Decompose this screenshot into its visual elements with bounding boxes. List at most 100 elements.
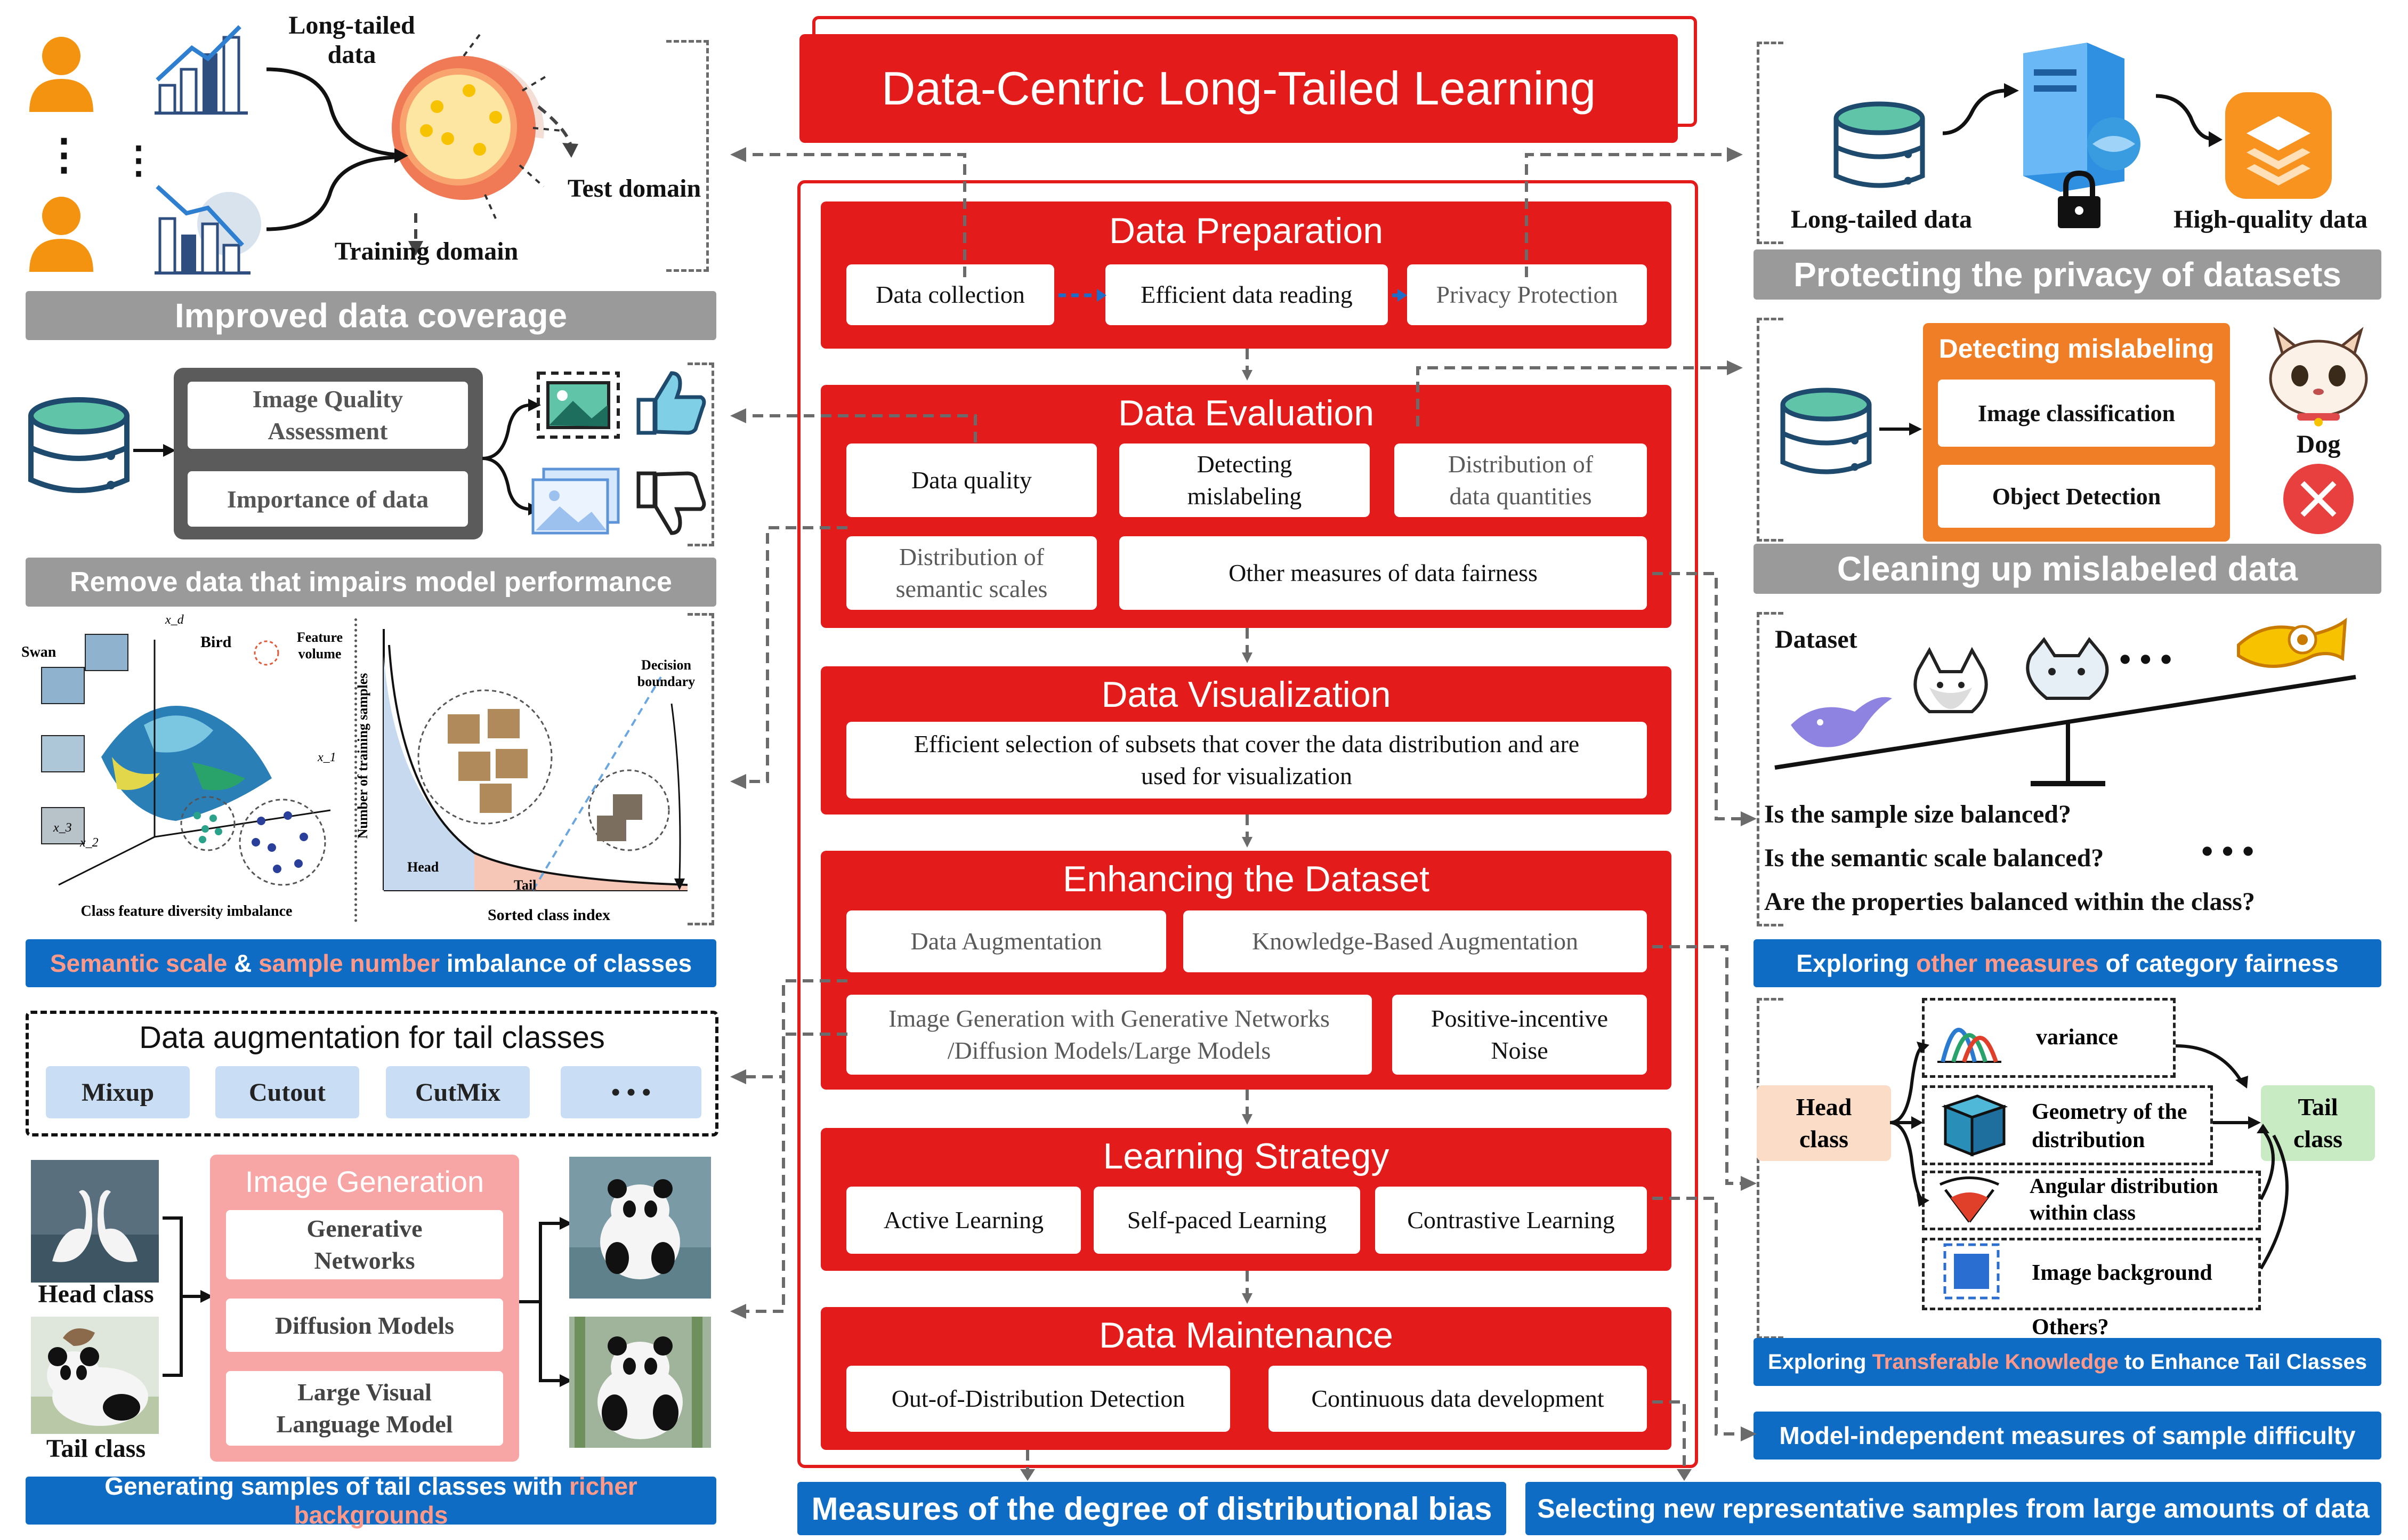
vertical-dots: ⋮	[43, 132, 85, 179]
main-title: Data-Centric Long-Tailed Learning	[799, 34, 1678, 143]
banner-amp: &	[227, 949, 259, 977]
class-diversity-caption: Class feature diversity imbalance	[80, 903, 293, 920]
item-contrastive: Contrastive Learning	[1375, 1187, 1647, 1254]
mixup-chip: Mixup	[46, 1066, 190, 1118]
question-semantic-scale: Is the semantic scale balanced?	[1764, 844, 2104, 872]
banner-part: to Enhance Tail Classes	[2118, 1350, 2367, 1374]
bar-down-chart-icon	[155, 185, 261, 275]
bracket-arrow	[163, 1216, 213, 1377]
banner-text: Exploring Transferable Knowledge to Enha…	[1768, 1350, 2367, 1374]
selected-image-icon	[537, 372, 620, 439]
panel-data-maintenance: Data Maintenance Out-of-Distribution Det…	[821, 1307, 1671, 1450]
center-frame	[797, 180, 1698, 1468]
banner-generating-samples: Generating samples of tail classes with …	[26, 1472, 716, 1529]
banner-transferable: Exploring Transferable Knowledge to Enha…	[1754, 1338, 2381, 1386]
panel-enhancing-dataset: Enhancing the Dataset Data Augmentation …	[821, 851, 1671, 1090]
main-title-text: Data-Centric Long-Tailed Learning	[881, 62, 1596, 115]
panel-title: Data Preparation	[1109, 211, 1384, 251]
geometry-label: Geometry of the distribution	[2032, 1100, 2187, 1152]
decision-boundary-label: Decision boundary	[637, 657, 696, 690]
highlight: Transferable Knowledge	[1872, 1350, 2119, 1374]
banner-part: of category fairness	[2098, 949, 2339, 977]
arrow	[133, 444, 176, 457]
banner-fairness: Exploring other measures of category fai…	[1754, 939, 2381, 987]
question-sample-size: Is the sample size balanced?	[1764, 800, 2071, 828]
axis-x3: x_3	[53, 821, 72, 835]
item-data-quality: Data quality	[846, 444, 1097, 517]
banner-part: Exploring	[1767, 1350, 1872, 1374]
x-axis-label: Sorted class index	[487, 906, 610, 924]
highlight: richer backgrounds	[294, 1472, 637, 1529]
tail-label: Tail	[514, 877, 537, 893]
panel-title: Data Maintenance	[1099, 1315, 1393, 1356]
cutout-chip: Cutout	[215, 1066, 359, 1118]
feature-space-plot	[41, 634, 331, 886]
close-icon	[2283, 464, 2354, 534]
background-label: Image background	[2032, 1261, 2212, 1285]
banner-part: Generating samples of tail classes with	[104, 1472, 569, 1500]
tail-class-label: Tail class	[46, 1434, 146, 1463]
database-icon	[1780, 388, 1872, 474]
highlight: sample number	[258, 949, 440, 977]
database-icon	[1833, 101, 1925, 188]
head-class-label: Head class	[38, 1280, 154, 1308]
banner-text: Protecting the privacy of datasets	[1793, 255, 2341, 294]
banner-text: Remove data that impairs model performan…	[70, 567, 672, 598]
tail-class-box: Tail class	[2261, 1085, 2375, 1161]
bird-label: Bird	[200, 633, 232, 651]
item-active-learning: Active Learning	[846, 1187, 1081, 1254]
arrow	[1942, 83, 2019, 135]
object-detection-box: Object Detection	[1938, 465, 2215, 528]
banner-privacy: Protecting the privacy of datasets	[1754, 249, 2381, 300]
long-tailed-data-label: Long-tailed data	[1790, 205, 1973, 233]
panda-bamboo-photo	[569, 1317, 711, 1448]
coverage-bracket	[666, 40, 709, 272]
item-other-fairness: Other measures of data fairness	[1119, 536, 1647, 610]
augmentation-box	[26, 1011, 718, 1136]
banner-improved-coverage: Improved data coverage	[26, 291, 716, 340]
image-classification-box: Image classification	[1938, 380, 2215, 447]
variance-icon	[1937, 1028, 2001, 1063]
database-icon	[28, 397, 130, 493]
lock-icon	[2058, 170, 2100, 228]
item-data-augmentation: Data Augmentation	[846, 910, 1166, 972]
balance-scale	[1774, 617, 2356, 786]
banner-part: Exploring	[1796, 949, 1917, 977]
item-detecting-mislabeling: Detecting mislabeling	[1119, 444, 1370, 517]
banner-rest: imbalance of classes	[440, 949, 692, 977]
others-label: Others?	[2032, 1315, 2109, 1340]
long-tailed-label: Long-tailed data	[288, 11, 415, 69]
item-ood-detection: Out-of-Distribution Detection	[846, 1366, 1230, 1432]
vertical-dots: ⋮	[120, 140, 157, 181]
question-ellipsis: • • •	[2201, 832, 2255, 870]
dog-label: Dog	[2296, 430, 2341, 458]
item-self-paced: Self-paced Learning	[1094, 1187, 1360, 1254]
panda-water-photo	[569, 1157, 711, 1299]
head-class-box: Head class	[1757, 1085, 1891, 1161]
cube-icon	[1941, 1094, 2008, 1157]
panel-title: Data Visualization	[1101, 674, 1391, 715]
person-icon	[29, 37, 93, 112]
banner-text: Improved data coverage	[174, 296, 568, 335]
axis-x1: x_1	[318, 751, 336, 764]
banner-remove-data: Remove data that impairs model performan…	[26, 558, 716, 607]
panel-data-preparation: Data Preparation Data collection Efficie…	[821, 201, 1671, 349]
ellipsis: • • •	[2119, 640, 2172, 678]
image-quality-box: Image Quality Assessment	[188, 382, 468, 449]
banner-text: Exploring other measures of category fai…	[1796, 949, 2338, 978]
panel-title: Enhancing the Dataset	[1062, 859, 1430, 899]
importance-box: Importance of data	[188, 471, 468, 527]
arrow	[2155, 94, 2223, 147]
panel-data-visualization: Data Visualization Efficient selection o…	[821, 666, 1671, 815]
flow-arrows	[266, 67, 578, 256]
question-properties: Are the properties balanced within the c…	[1764, 888, 2255, 916]
banner-imbalance: Semantic scale & sample number imbalance…	[26, 939, 716, 987]
domain-sphere-icon	[392, 34, 561, 219]
banner-select-samples: Selecting new representative samples fro…	[1525, 1482, 2381, 1535]
divider	[354, 618, 357, 922]
swan-label: Swan	[21, 644, 56, 660]
banner-text: Measures of the degree of distributional…	[811, 1490, 1492, 1527]
panel-title: Data Evaluation	[1118, 393, 1375, 433]
fairness-bracket	[1757, 612, 1783, 926]
